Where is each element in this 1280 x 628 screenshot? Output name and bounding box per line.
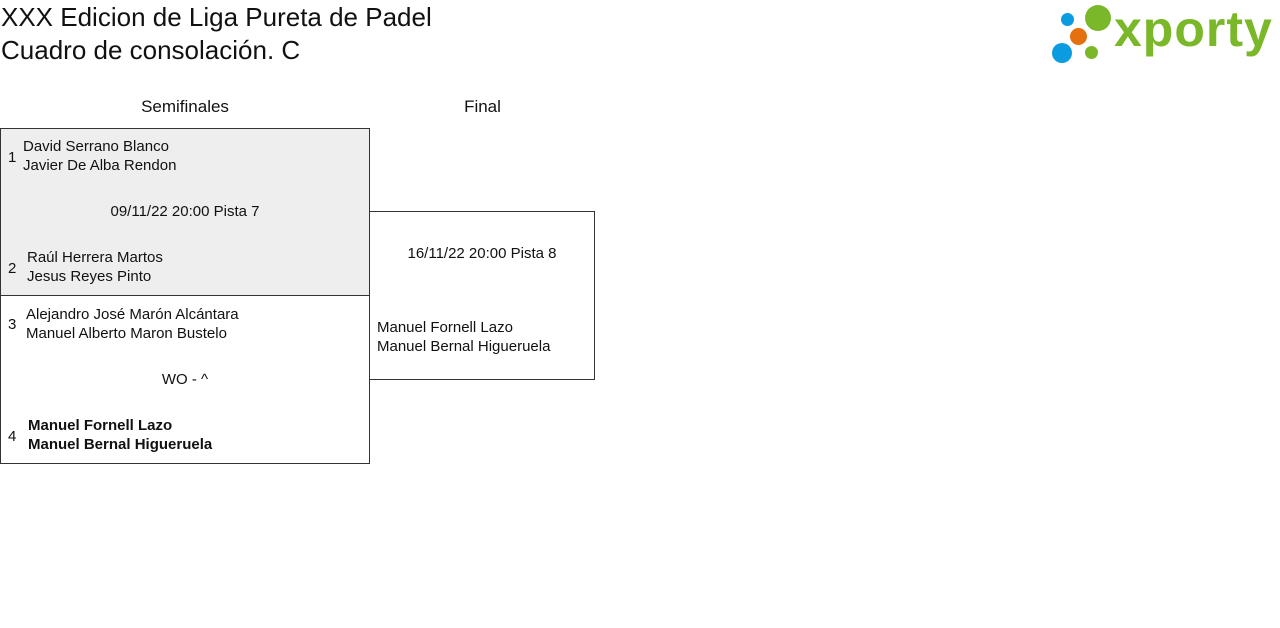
- player: Manuel Fornell Lazo: [377, 319, 513, 336]
- seed: 3: [8, 316, 17, 333]
- player: Manuel Alberto Maron Bustelo: [26, 325, 227, 342]
- page-title: XXX Edicion de Liga Pureta de Padel: [1, 2, 432, 32]
- match-semifinal-1[interactable]: 1 David Serrano Blanco Javier De Alba Re…: [0, 128, 370, 296]
- logo-text: xporty: [1114, 1, 1273, 57]
- player: Jesus Reyes Pinto: [27, 268, 152, 285]
- match-info: WO - ^: [161, 371, 209, 388]
- player: Alejandro José Marón Alcántara: [26, 306, 239, 323]
- player: David Serrano Blanco: [23, 138, 169, 155]
- player: Manuel Bernal Higueruela: [28, 436, 213, 453]
- xporty-logo: xporty: [1050, 1, 1276, 68]
- player: Javier De Alba Rendon: [23, 157, 177, 174]
- match-final[interactable]: 16/11/22 20:00 Pista 8 Manuel Fornell La…: [369, 211, 595, 380]
- team-4-winner: Manuel Fornell Lazo Manuel Bernal Higuer…: [28, 416, 212, 454]
- match-semifinal-2[interactable]: 3 Alejandro José Marón Alcántara Manuel …: [0, 295, 370, 464]
- seed: 1: [8, 149, 17, 166]
- seed: 2: [8, 260, 17, 277]
- final-team: Manuel Fornell Lazo Manuel Bernal Higuer…: [377, 318, 550, 356]
- player: Manuel Bernal Higueruela: [377, 338, 551, 355]
- match-info: 09/11/22 20:00 Pista 7: [110, 203, 260, 220]
- team-3: Alejandro José Marón Alcántara Manuel Al…: [26, 305, 239, 343]
- team-2: Raúl Herrera Martos Jesus Reyes Pinto: [27, 248, 163, 286]
- match-info: 16/11/22 20:00 Pista 8: [407, 245, 557, 262]
- round-semifinales: Semifinales: [141, 97, 229, 116]
- page-subtitle: Cuadro de consolación. C: [1, 35, 301, 65]
- round-final: Final: [464, 97, 501, 116]
- seed: 4: [8, 428, 17, 445]
- team-1: David Serrano Blanco Javier De Alba Rend…: [23, 137, 176, 175]
- player: Raúl Herrera Martos: [27, 249, 163, 266]
- player: Manuel Fornell Lazo: [28, 417, 173, 434]
